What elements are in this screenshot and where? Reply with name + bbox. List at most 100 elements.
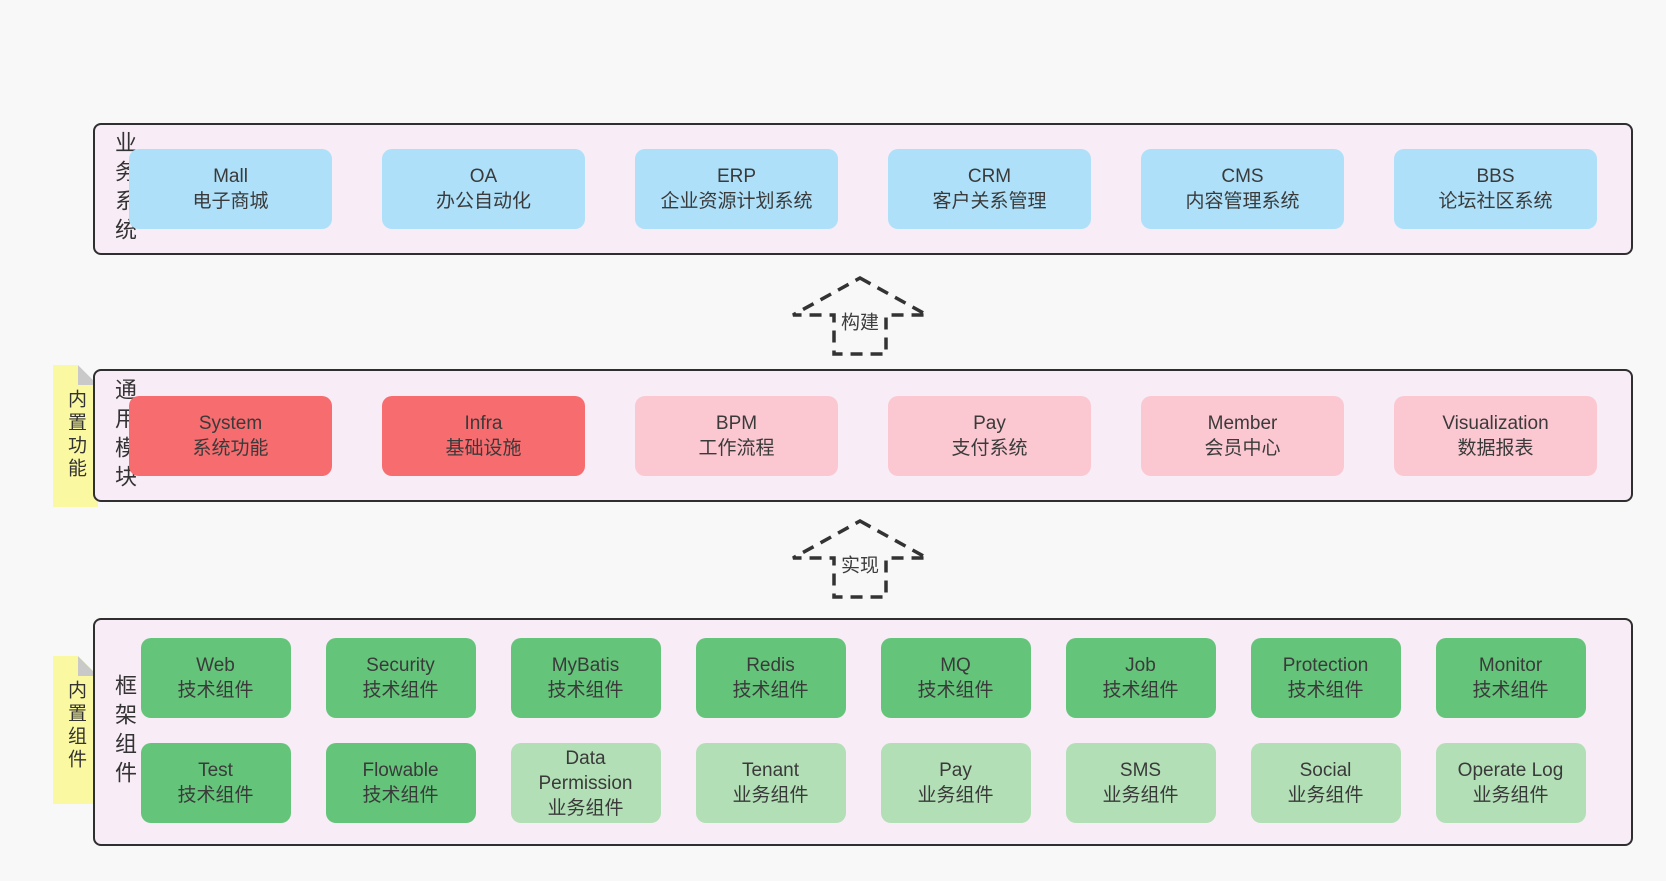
framework-box-row-1: Web 技术组件 Security 技术组件 MyBatis 技术组件 Redi…	[95, 638, 1631, 718]
box-sms: SMS 业务组件	[1065, 743, 1216, 823]
box-infra: Infra 基础设施	[382, 395, 585, 476]
box-visualization: Visualization 数据报表	[1394, 395, 1597, 476]
framework-box-row-2: Test 技术组件 Flowable 技术组件 Data Permission …	[95, 743, 1631, 823]
box-title: Operate Log	[1457, 760, 1564, 781]
box-subtitle: 办公自动化	[435, 191, 531, 212]
panel-common-modules: 通用模块 System 系统功能 Infra 基础设施 BPM 工作流程 Pay…	[93, 369, 1633, 502]
box-test: Test 技术组件	[140, 743, 291, 823]
box-tenant: Tenant 业务组件	[695, 743, 846, 823]
box-subtitle: 业务组件	[917, 785, 994, 806]
box-subtitle: 业务组件	[1287, 785, 1364, 806]
box-subtitle: 工作流程	[698, 437, 775, 459]
box-title: BBS	[1476, 166, 1515, 187]
box-mq: MQ 技术组件	[880, 638, 1031, 718]
box-redis: Redis 技术组件	[695, 638, 846, 718]
sticky-tab-label: 内置功能	[65, 389, 86, 481]
business-box-row: Mall 电子商城 OA 办公自动化 ERP 企业资源计划系统 CRM 客户关系…	[95, 149, 1631, 229]
box-title: MyBatis	[551, 655, 620, 676]
box-title: Pay	[973, 412, 1006, 434]
arrow-implement: 实现	[790, 518, 930, 600]
box-subtitle: 技术组件	[362, 680, 439, 701]
box-title: Social	[1299, 760, 1352, 781]
box-subtitle: 电子商城	[192, 191, 269, 212]
panel-framework-components: 框架组件 Web 技术组件 Security 技术组件 MyBatis 技术组件…	[93, 618, 1633, 846]
box-title: OA	[469, 166, 498, 187]
box-operate-log: Operate Log 业务组件	[1435, 743, 1586, 823]
sticky-tab-built-in-features: 内置功能	[53, 365, 98, 507]
box-subtitle: 论坛社区系统	[1438, 191, 1553, 212]
box-subtitle: 业务组件	[1472, 785, 1549, 806]
box-subtitle: 技术组件	[547, 680, 624, 701]
box-mybatis: MyBatis 技术组件	[510, 638, 661, 718]
box-title: Infra	[464, 412, 503, 434]
box-subtitle: 技术组件	[1102, 680, 1179, 701]
box-flowable: Flowable 技术组件	[325, 743, 476, 823]
box-data-permission: Data Permission 业务组件	[510, 743, 661, 823]
box-title: Tenant	[741, 760, 800, 781]
box-title: MQ	[940, 655, 971, 676]
box-pay-biz: Pay 业务组件	[880, 743, 1031, 823]
box-subtitle: 企业资源计划系统	[660, 191, 813, 212]
up-arrow-icon	[792, 276, 928, 356]
box-subtitle: 技术组件	[917, 680, 994, 701]
sticky-tab-label: 内置组件	[65, 680, 86, 772]
box-title: CRM	[967, 166, 1012, 187]
box-title: System	[198, 412, 263, 434]
box-title: Flowable	[362, 760, 439, 781]
box-social: Social 业务组件	[1250, 743, 1401, 823]
box-subtitle: 系统功能	[192, 437, 269, 459]
box-title: ERP	[716, 166, 757, 187]
box-subtitle: 技术组件	[732, 680, 809, 701]
box-oa: OA 办公自动化	[382, 149, 585, 229]
sticky-tab-built-in-components: 内置组件	[53, 656, 98, 804]
box-subtitle: 业务组件	[732, 785, 809, 806]
box-title: SMS	[1119, 760, 1162, 781]
modules-box-row: System 系统功能 Infra 基础设施 BPM 工作流程 Pay 支付系统…	[95, 395, 1631, 476]
box-mall: Mall 电子商城	[129, 149, 332, 229]
arrow-label: 构建	[835, 305, 885, 337]
arrow-build: 构建	[790, 275, 930, 357]
box-subtitle: 会员中心	[1204, 437, 1281, 459]
box-subtitle: 数据报表	[1457, 437, 1534, 459]
box-title: Visualization	[1442, 412, 1549, 434]
panel-label-framework-components: 框架组件	[112, 674, 137, 790]
box-crm: CRM 客户关系管理	[888, 149, 1091, 229]
box-subtitle: 技术组件	[177, 680, 254, 701]
box-subtitle: 技术组件	[1287, 680, 1364, 701]
box-title: Security	[366, 655, 435, 676]
box-subtitle: 支付系统	[951, 437, 1028, 459]
box-title: CMS	[1221, 166, 1264, 187]
box-title: Test	[198, 760, 233, 781]
box-subtitle: 业务组件	[547, 797, 624, 819]
box-bpm: BPM 工作流程	[635, 395, 838, 476]
box-title: Member	[1207, 412, 1278, 434]
box-title: Web	[196, 655, 235, 676]
box-job: Job 技术组件	[1065, 638, 1216, 718]
box-title: Mall	[213, 166, 248, 187]
box-erp: ERP 企业资源计划系统	[635, 149, 838, 229]
box-web: Web 技术组件	[140, 638, 291, 718]
box-title: Redis	[746, 655, 795, 676]
box-title: Pay	[939, 760, 972, 781]
box-system: System 系统功能	[129, 395, 332, 476]
box-protection: Protection 技术组件	[1250, 638, 1401, 718]
box-subtitle: 内容管理系统	[1185, 191, 1300, 212]
box-subtitle: 技术组件	[177, 785, 254, 806]
box-bbs: BBS 论坛社区系统	[1394, 149, 1597, 229]
arrow-label: 实现	[835, 548, 885, 580]
box-subtitle: 客户关系管理	[932, 191, 1047, 212]
panel-business-systems: 业务系统 Mall 电子商城 OA 办公自动化 ERP 企业资源计划系统 CRM…	[93, 123, 1633, 255]
box-title: Data Permission	[538, 747, 633, 794]
box-subtitle: 技术组件	[362, 785, 439, 806]
box-title: BPM	[715, 412, 758, 434]
box-pay: Pay 支付系统	[888, 395, 1091, 476]
box-member: Member 会员中心	[1141, 395, 1344, 476]
box-cms: CMS 内容管理系统	[1141, 149, 1344, 229]
box-monitor: Monitor 技术组件	[1435, 638, 1586, 718]
up-arrow-icon	[792, 519, 928, 599]
box-subtitle: 基础设施	[445, 437, 522, 459]
box-subtitle: 技术组件	[1472, 680, 1549, 701]
box-title: Protection	[1282, 655, 1369, 676]
box-title: Monitor	[1478, 655, 1543, 676]
